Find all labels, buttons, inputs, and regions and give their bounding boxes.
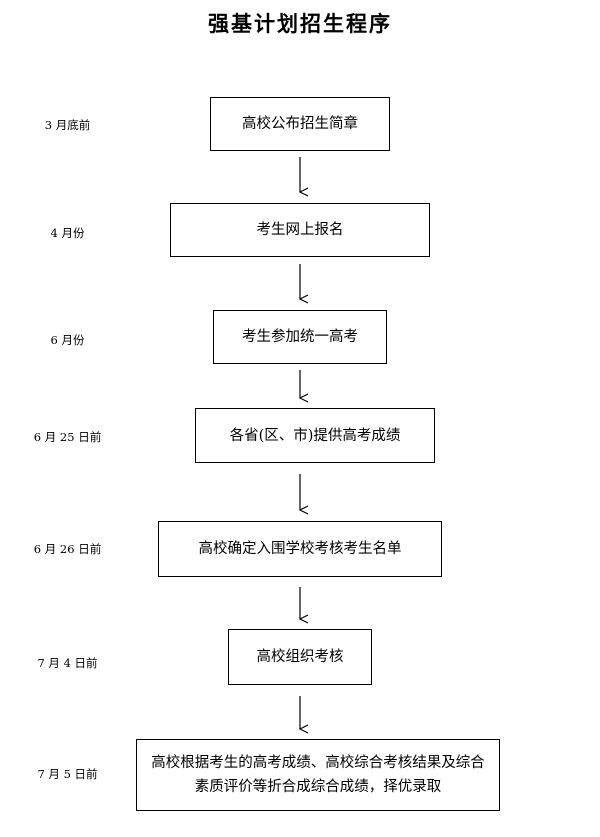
step-box-4: 各省(区、市)提供高考成绩 (195, 408, 435, 463)
step-date-6: 7 月 4 日前 (37, 656, 98, 670)
step-box-1: 高校公布招生简章 (210, 97, 390, 151)
step-text-3: 考生参加统一高考 (242, 329, 358, 345)
step-box-7: 高校根据考生的高考成绩、高校综合考核结果及综合素质评价等折合成综合成绩，择优录取 (136, 739, 500, 811)
step-text-5: 高校确定入围学校考核考生名单 (198, 541, 402, 557)
step-date-3: 6 月份 (50, 333, 85, 347)
step-text-4: 各省(区、市)提供高考成绩 (229, 427, 401, 444)
step-text-2: 考生网上报名 (256, 222, 344, 238)
step-text-6: 高校组织考核 (256, 649, 344, 665)
step-box-3: 考生参加统一高考 (213, 310, 387, 364)
step-box-6: 高校组织考核 (228, 629, 372, 685)
step-date-4: 6 月 25 日前 (33, 430, 102, 444)
step-text-1: 高校公布招生简章 (242, 116, 358, 132)
step-date-5: 6 月 26 日前 (33, 542, 102, 556)
step-text-7: 高校根据考生的高考成绩、高校综合考核结果及综合素质评价等折合成综合成绩，择优录取 (151, 755, 485, 795)
step-box-2: 考生网上报名 (170, 203, 430, 257)
page-title: 强基计划招生程序 (208, 12, 392, 36)
step-box-5: 高校确定入围学校考核考生名单 (158, 521, 442, 577)
step-date-1: 3 月底前 (44, 118, 91, 132)
step-date-7: 7 月 5 日前 (37, 767, 98, 781)
step-date-2: 4 月份 (50, 226, 85, 240)
